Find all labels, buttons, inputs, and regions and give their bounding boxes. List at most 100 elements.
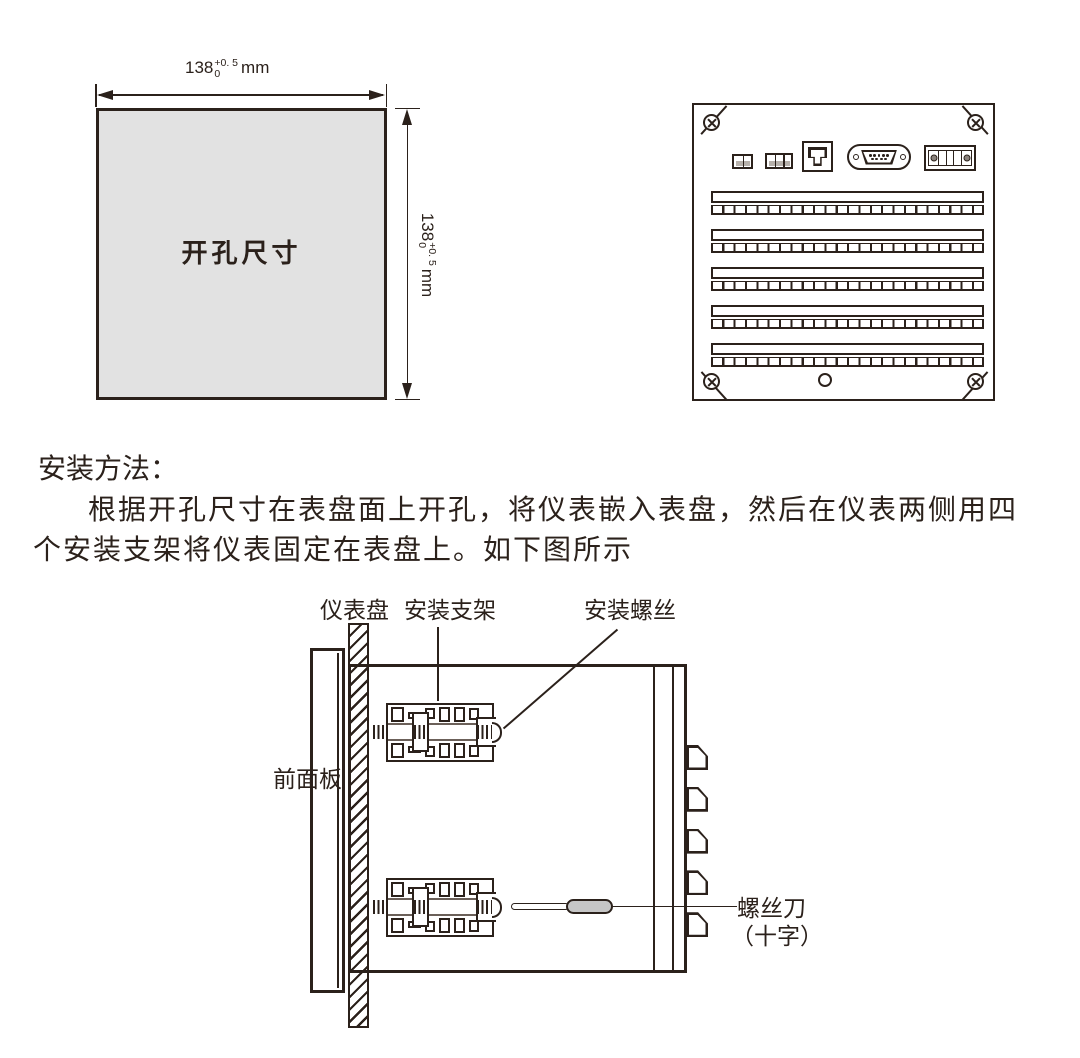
bracket-tooth bbox=[454, 743, 465, 758]
cutout-square-label: 开孔尺寸 bbox=[181, 239, 302, 269]
bracket-tooth bbox=[391, 882, 404, 897]
db9-pin-dot bbox=[868, 153, 872, 157]
label-meter-panel: 仪表盘 bbox=[320, 598, 389, 623]
bracket-tooth bbox=[454, 707, 465, 722]
label-mounting-screw: 安装螺丝 bbox=[584, 598, 676, 623]
mounting-bracket-upper bbox=[373, 703, 502, 762]
bracket-tooth bbox=[439, 918, 450, 933]
label-front-panel: 前面板 bbox=[273, 767, 342, 792]
arrowhead-down bbox=[402, 383, 412, 399]
terminal-strip-cells bbox=[711, 356, 984, 367]
db9-dot-row bbox=[868, 153, 890, 157]
rear-terminal-tab bbox=[686, 912, 708, 938]
screw-thread bbox=[373, 725, 385, 739]
screw-thread bbox=[414, 725, 426, 739]
rj45-port-icon bbox=[802, 141, 833, 172]
db9-dots bbox=[863, 151, 895, 163]
bracket-tooth bbox=[469, 745, 479, 757]
terminal-connector-2pin bbox=[732, 154, 753, 169]
bracket-tooth bbox=[391, 707, 404, 722]
screw-thread bbox=[477, 900, 492, 914]
arrowhead-left bbox=[97, 90, 113, 100]
bracket-tooth bbox=[454, 882, 465, 897]
bracket-teeth-row bbox=[391, 882, 479, 899]
rear-panel-diagram bbox=[692, 103, 995, 402]
rear-terminal-tab bbox=[686, 786, 708, 812]
bracket-tooth bbox=[469, 708, 479, 720]
bracket-leader-line bbox=[437, 627, 439, 701]
terminal-strip bbox=[711, 191, 984, 215]
bracket-tooth bbox=[469, 920, 479, 932]
power-terminal-icon bbox=[924, 145, 976, 171]
db9-pin-dot bbox=[871, 157, 874, 161]
label-screwdriver: 螺丝刀 bbox=[737, 896, 806, 921]
dim-unit: mm bbox=[418, 268, 438, 298]
dim-value: 138 bbox=[185, 58, 214, 78]
instruction-text-line: 个安装支架将仪表固定在表盘上。如下图所示 bbox=[33, 535, 634, 566]
terminal-strip bbox=[711, 305, 984, 329]
screw-thread bbox=[373, 900, 385, 914]
terminal-strip-bar bbox=[711, 191, 984, 203]
bracket-tooth bbox=[454, 918, 465, 933]
screwdriver-shaft bbox=[511, 903, 569, 910]
terminal-strip bbox=[711, 229, 984, 253]
bracket-tooth bbox=[439, 743, 450, 758]
screwdriver-handle bbox=[566, 899, 613, 914]
db9-pin-dot bbox=[884, 157, 887, 161]
corner-screw-icon bbox=[703, 114, 720, 131]
terminal-strip-cells bbox=[711, 242, 984, 253]
bracket-tooth bbox=[469, 883, 479, 895]
front-panel-shape bbox=[310, 648, 345, 993]
db9-pin-dot bbox=[875, 157, 879, 161]
bracket-teeth-row bbox=[391, 741, 479, 758]
rear-section-line bbox=[672, 667, 674, 970]
terminal-strip-bar bbox=[711, 267, 984, 279]
instrument-body bbox=[348, 664, 687, 973]
dim-tick bbox=[395, 107, 420, 110]
dim-line-vertical bbox=[406, 112, 409, 396]
bracket-teeth-row bbox=[391, 916, 479, 933]
db9-pin-dot bbox=[877, 153, 881, 157]
terminal-connector-3pin bbox=[765, 153, 793, 169]
rear-terminal-tab bbox=[686, 828, 708, 854]
db9-pin-dot bbox=[886, 153, 890, 157]
mounting-bracket-lower bbox=[373, 878, 502, 937]
terminal-strip-bar bbox=[711, 229, 984, 241]
rear-terminal-tab bbox=[686, 745, 708, 770]
rear-panel-hole bbox=[818, 373, 832, 387]
dim-tick bbox=[385, 84, 388, 107]
bracket-tooth bbox=[439, 882, 450, 897]
arrowhead-right bbox=[369, 90, 385, 100]
dim-line-horizontal bbox=[99, 94, 383, 97]
dim-unit: mm bbox=[241, 58, 270, 78]
bracket-teeth-row bbox=[391, 707, 479, 724]
db9-pin-dot bbox=[879, 157, 883, 161]
rear-terminal-tabs bbox=[686, 745, 708, 938]
terminal-strips bbox=[711, 191, 984, 367]
terminal-strip-bar bbox=[711, 343, 984, 355]
label-mounting-bracket: 安装支架 bbox=[404, 598, 496, 623]
bracket-tooth bbox=[391, 743, 404, 758]
terminal-strip bbox=[711, 267, 984, 291]
rear-section-line bbox=[653, 667, 655, 970]
bracket-tooth bbox=[391, 918, 404, 933]
screw-thread bbox=[414, 900, 426, 914]
dim-tick bbox=[395, 398, 420, 401]
cutout-square: 开孔尺寸 bbox=[96, 108, 387, 400]
db9-dot-row bbox=[871, 157, 887, 161]
corner-screw-icon bbox=[967, 114, 984, 131]
bracket-tooth bbox=[439, 707, 450, 722]
terminal-screw-icon bbox=[961, 151, 971, 165]
screw-thread bbox=[477, 725, 492, 739]
db9-serial-port-icon bbox=[847, 144, 911, 170]
screwdriver-leader-line bbox=[611, 905, 737, 908]
instruction-text-line: 根据开孔尺寸在表盘面上开孔，将仪表嵌入表盘，然后在仪表两侧用四 bbox=[88, 495, 1019, 526]
db9-pin-dot bbox=[881, 153, 885, 157]
terminal-strip-bar bbox=[711, 305, 984, 317]
section-heading: 安装方法： bbox=[38, 454, 179, 485]
